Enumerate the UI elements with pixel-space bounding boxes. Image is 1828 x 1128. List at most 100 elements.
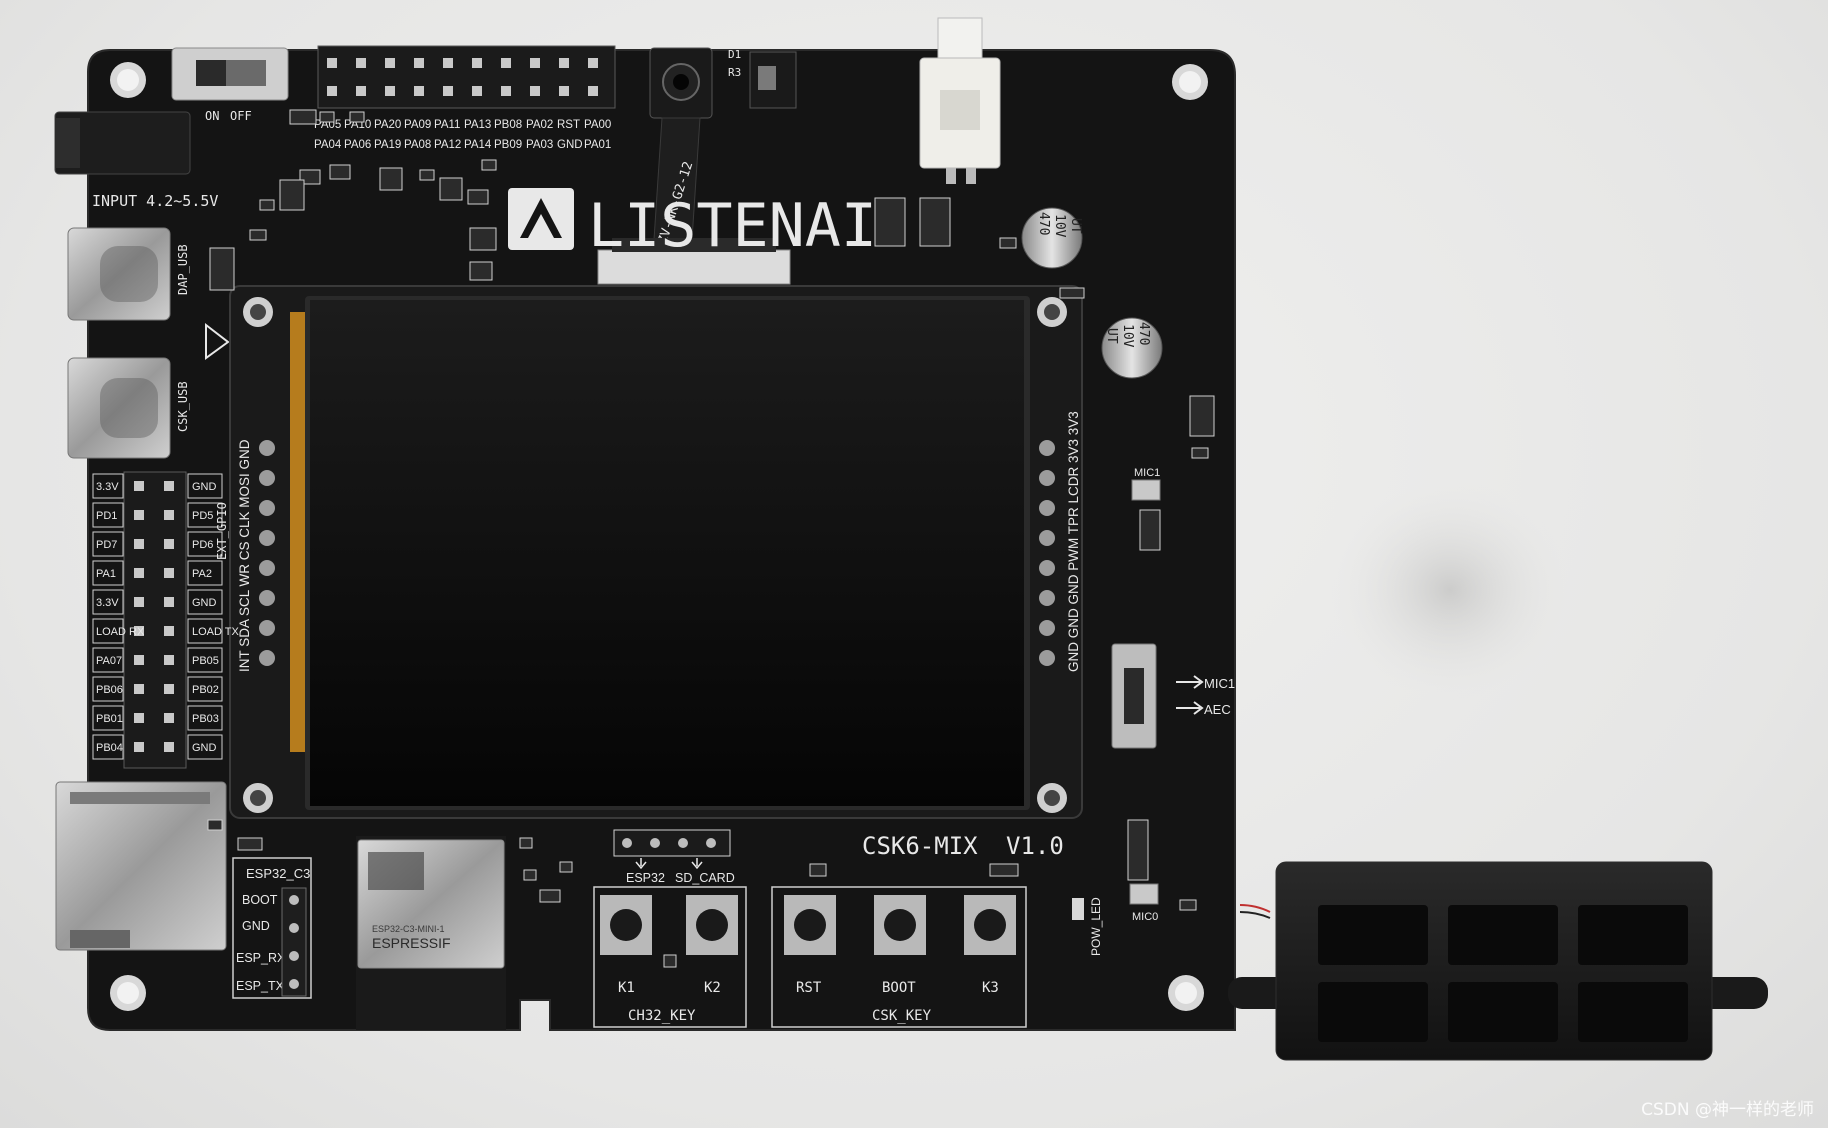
screw-icon (243, 783, 273, 813)
cap-text: 470 (1136, 322, 1151, 345)
watermark: CSDN @神一样的老师 (1641, 1100, 1814, 1120)
pin-labels-row2: PA04 PA06 PA19 PA08 PA12 PA14 PB09 PA03 … (314, 139, 611, 151)
smd-part (559, 861, 573, 873)
pin-label-box (187, 502, 223, 528)
dap-usb-connector: DAP_USB (67, 227, 190, 321)
pin-label: PA14 (464, 139, 492, 151)
capacitor-top: 470 10V UT (1021, 207, 1083, 269)
pin-label-box (187, 647, 223, 673)
csk-usb-connector: CSK_USB (67, 357, 190, 459)
pad (259, 500, 275, 516)
pin-label: 3.3V (96, 597, 119, 609)
pin (385, 86, 395, 96)
pin (164, 510, 174, 520)
smd-part (989, 863, 1019, 877)
pin-label-box (187, 705, 223, 731)
pin-label-box (92, 618, 124, 644)
smd-part (279, 179, 305, 211)
microphone-mic1: MIC1 (1131, 467, 1161, 501)
pin (559, 58, 569, 68)
k2-button[interactable] (686, 895, 738, 955)
pin-label: PD7 (96, 539, 117, 551)
pad (259, 620, 275, 636)
pin-label: PB06 (96, 684, 123, 696)
pad (1039, 620, 1055, 636)
esp-module-brand: ESPRESSIF (372, 935, 451, 951)
pin-label: PD1 (96, 510, 117, 522)
smd-part (469, 261, 493, 281)
led-r3-label: R3 (728, 66, 741, 79)
pin-label-box (92, 589, 124, 615)
pin (134, 597, 144, 607)
esp-module-model: ESP32-C3-MINI-1 (372, 924, 445, 934)
smd-part (249, 229, 267, 241)
screw-icon (243, 297, 273, 327)
select-label: SD_CARD (675, 871, 735, 885)
pad (1039, 440, 1055, 456)
pin-label: GND (192, 481, 217, 493)
pin (164, 655, 174, 665)
pin-label: PA02 (526, 119, 553, 131)
k1-button[interactable] (600, 895, 652, 955)
ch32-key-group-label: CH32_KEY (628, 1008, 696, 1024)
cap-text: UT (1068, 218, 1083, 234)
brand-text: LISTENAI (588, 191, 877, 261)
pin-label: PB03 (192, 713, 219, 725)
pin (164, 539, 174, 549)
csk-key-group-label: CSK_KEY (872, 1008, 932, 1024)
microphone-mic0: MIC0 (1129, 883, 1159, 923)
key-label: K3 (982, 980, 999, 996)
pin (530, 58, 540, 68)
board-version-label: V1.0 (1006, 832, 1064, 860)
boot-button[interactable] (874, 895, 926, 955)
pin (164, 713, 174, 723)
dap-usb-label: DAP_USB (176, 244, 190, 295)
pin (327, 58, 337, 68)
pin (501, 86, 511, 96)
pad (259, 590, 275, 606)
pin-label: PA1 (96, 568, 116, 580)
arrow-down-icon (691, 858, 703, 870)
dc-jack: INPUT 4.2~5.5V (54, 111, 218, 210)
pin (164, 597, 174, 607)
pin (501, 58, 511, 68)
pin (472, 58, 482, 68)
mic-aec-switch[interactable]: MIC1 AEC (1111, 643, 1235, 749)
pin-label: PD6 (192, 539, 213, 551)
pin-label-box (92, 473, 124, 499)
lcd-left-pin-labels: INT SDA SCL WR CS CLK MOSI GND (237, 439, 252, 672)
led-d1-label: D1 (728, 48, 741, 61)
rst-button[interactable] (784, 895, 836, 955)
pin-array (327, 58, 598, 96)
background-shadow (1330, 480, 1570, 700)
smd-part (1189, 395, 1215, 437)
key-label: K1 (618, 980, 635, 996)
arrow-right-icon (1176, 675, 1204, 689)
pin (559, 86, 569, 96)
pad (259, 560, 275, 576)
cap-text: 470 (1036, 212, 1051, 235)
pad (259, 530, 275, 546)
smd-part (1179, 899, 1197, 911)
pad (1039, 650, 1055, 666)
smd-part (663, 954, 677, 968)
switch-mic1-label: MIC1 (1204, 676, 1235, 691)
speaker (1228, 861, 1768, 1061)
smd-components (207, 109, 1215, 968)
pin-label: PA19 (374, 139, 401, 151)
pin-label-box (187, 560, 223, 586)
mounting-hole (1168, 975, 1204, 1011)
pin (164, 568, 174, 578)
pin-label: PA08 (404, 139, 431, 151)
k3-button[interactable] (964, 895, 1016, 955)
pin (472, 86, 482, 96)
pin-label-box (187, 473, 223, 499)
esp32-header: ESP32_C3 BOOT GND ESP_RX ESP_TX (232, 857, 312, 999)
pin-label: PA09 (404, 119, 431, 131)
pin (164, 626, 174, 636)
pin-label: PB02 (192, 684, 219, 696)
pin (134, 742, 144, 752)
input-voltage-label: INPUT 4.2~5.5V (92, 192, 218, 210)
pad (259, 440, 275, 456)
